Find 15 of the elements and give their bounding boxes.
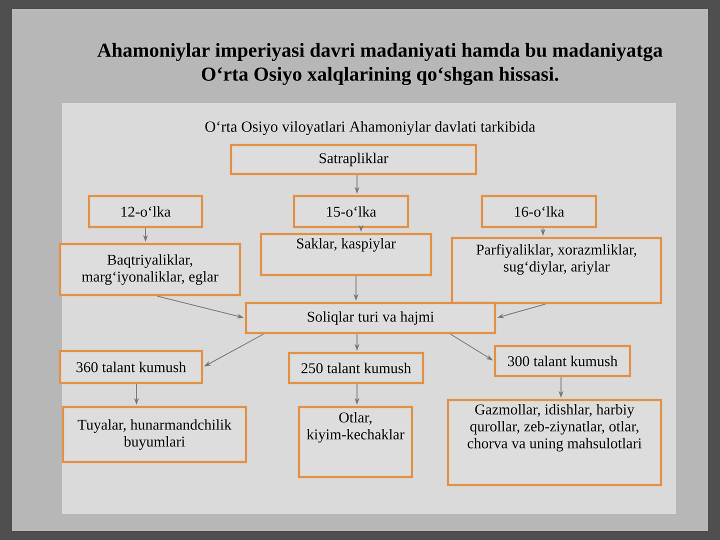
process-box: Saklar, kaspiylar	[260, 232, 432, 276]
process-box: Soliqlar turi va hajmi	[244, 302, 496, 334]
process-box: 15-o‘lka	[292, 194, 410, 228]
process-box: 360 talant kumush	[58, 350, 204, 384]
process-box: Otlar, kiyim-kechaklar	[298, 406, 414, 478]
process-box: 250 talant kumush	[288, 352, 424, 384]
process-box: Parfiyaliklar, xorazmliklar, sug‘diylar, ariylar	[450, 236, 662, 304]
process-box: Gazmollar, idishlar, harbiy qurollar, zeb-ziynatlar, otlar, chorva va uning mahsulotlari	[446, 398, 662, 486]
process-box: 16-o‘lka	[480, 194, 598, 228]
process-box: Baqtriyaliklar, marg‘iyonaliklar, eglar	[58, 242, 242, 296]
process-box: 12-o‘lka	[88, 194, 204, 228]
process-box: 300 talant kumush	[494, 344, 632, 378]
process-box: Satrapliklar	[230, 144, 478, 176]
process-box: Tuyalar, hunarmandchilik buyumlari	[62, 406, 248, 464]
title: Ahamoniylar imperiyasi davri madaniyati hamda bu madaniyatga O‘rta Osiyo xalqlarining qo‘shgan hissasi.	[97, 42, 663, 86]
